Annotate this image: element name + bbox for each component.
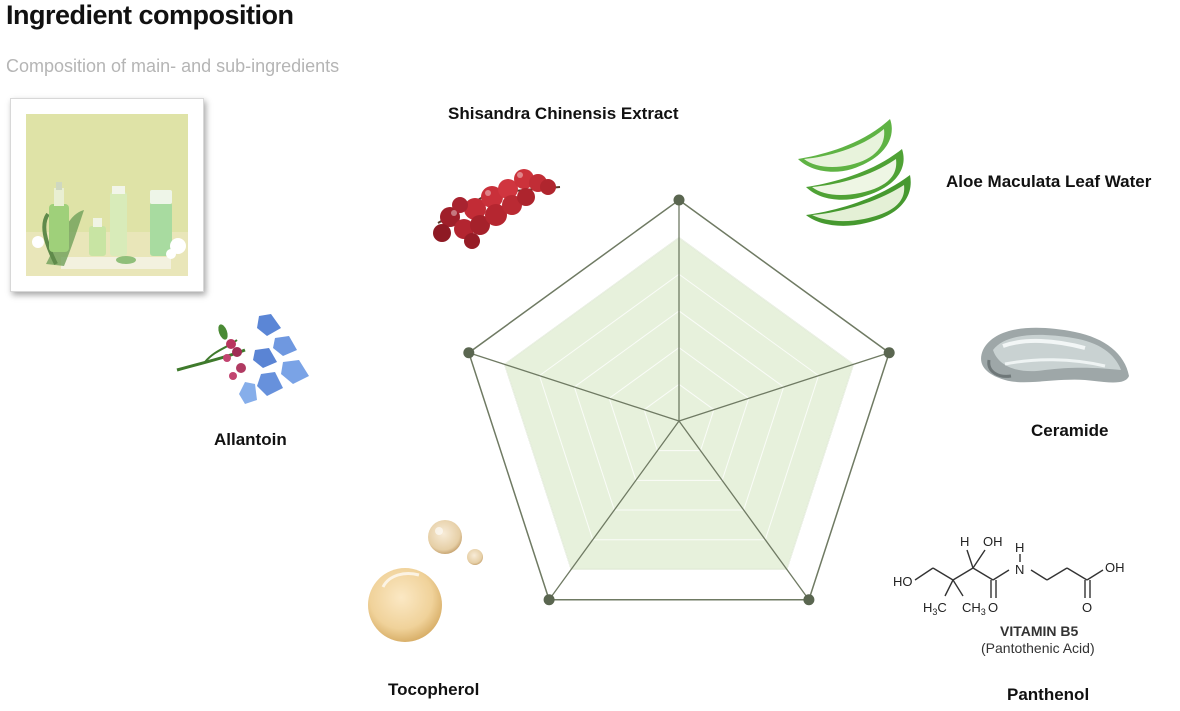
vitamin-b5-molecule: H OH HO H3C CH3 O H N OH O VITAMIN B5 (P…: [893, 534, 1125, 656]
radar-vertex-marker: [543, 594, 555, 606]
radar-spoke: [468, 352, 680, 422]
ceramide-gel-image: [981, 327, 1129, 383]
product-photo-card: [10, 98, 204, 292]
aloe-slices-image: [798, 119, 911, 226]
radar-spoke: [678, 420, 810, 601]
label-shisandra: Shisandra Chinensis Extract: [448, 104, 679, 123]
page-subtitle: Composition of main- and sub-ingredients: [6, 56, 340, 76]
page-title: Ingredient composition: [6, 0, 294, 30]
radar-grid-ring: [538, 273, 820, 541]
molecule-subname: (Pantothenic Acid): [981, 640, 1095, 656]
label-allantoin: Allantoin: [214, 430, 287, 449]
shisandra-berries-image: [433, 169, 561, 249]
radar-spoke: [678, 352, 890, 422]
radar-grid-ring: [608, 347, 750, 481]
label-tocopherol: Tocopherol: [388, 680, 480, 699]
label-panthenol: Panthenol: [1007, 685, 1090, 704]
atom-o-mid: O: [988, 600, 998, 615]
atom-h-top: H: [960, 534, 969, 549]
radar-spoke: [548, 420, 680, 601]
radar-vertex-marker: [463, 347, 475, 359]
atom-ch3: CH3: [962, 600, 986, 617]
atom-n-h: H: [1015, 540, 1024, 555]
radar-outer-frame: [467, 199, 891, 601]
atom-oh-top: OH: [983, 534, 1003, 549]
product-photo: [26, 114, 188, 276]
radar-grid-ring: [503, 236, 855, 570]
atom-ho-left: HO: [893, 574, 913, 589]
label-aloe: Aloe Maculata Leaf Water: [946, 172, 1152, 191]
atom-o-right: O: [1082, 600, 1092, 615]
atom-h3c: H3C: [923, 600, 947, 617]
radar-grid-ring: [643, 383, 715, 452]
radar-vertex-marker: [883, 347, 895, 359]
allantoin-flower-image: [176, 314, 309, 404]
atom-n: N: [1015, 562, 1024, 577]
tocopherol-droplets-image: [368, 520, 483, 642]
molecule-name: VITAMIN B5: [1000, 623, 1079, 639]
radar-vertex-marker: [673, 194, 685, 206]
radar-vertex-marker: [803, 594, 815, 606]
label-ceramide: Ceramide: [1031, 421, 1109, 440]
radar-grid-ring: [573, 310, 785, 511]
atom-oh-right: OH: [1105, 560, 1125, 575]
